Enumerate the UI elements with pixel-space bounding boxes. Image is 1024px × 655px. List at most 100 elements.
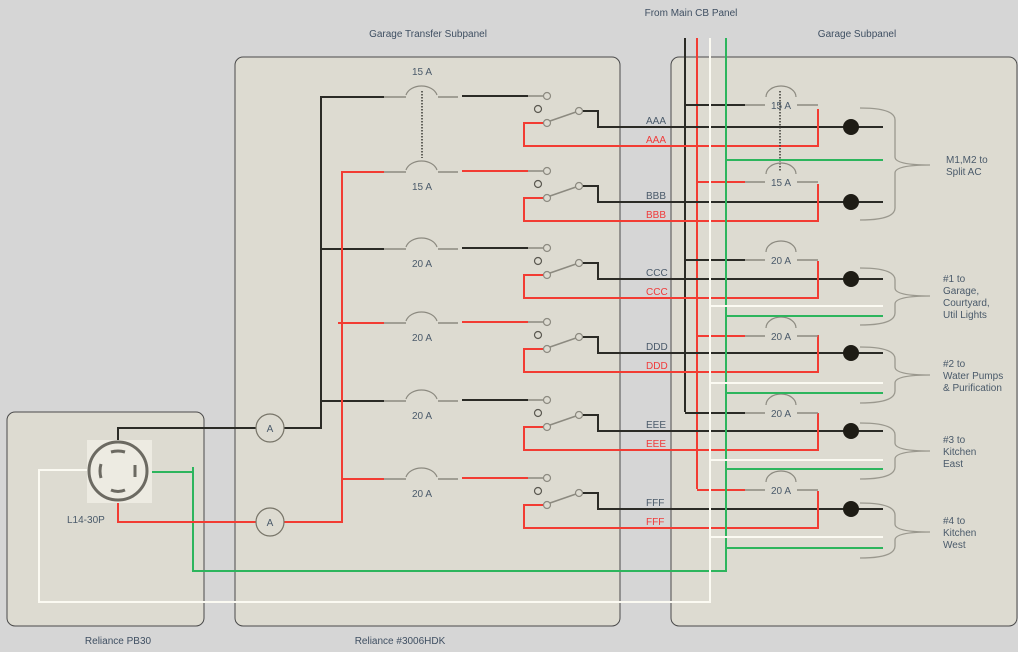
switch-contact bbox=[542, 166, 552, 176]
load-label-line: #4 to bbox=[943, 516, 966, 527]
switch-contact bbox=[542, 193, 552, 203]
subpanel-breaker-3: 20 A bbox=[685, 240, 818, 267]
circuit-label-black: EEE bbox=[646, 420, 666, 431]
circuit-out-black bbox=[583, 110, 883, 128]
load-label-line: Garage, bbox=[943, 286, 979, 297]
breaker-rating: 15 A bbox=[412, 67, 432, 78]
switch-off-contact bbox=[533, 104, 543, 114]
circuit-label-red: DDD bbox=[646, 361, 668, 372]
circuit-label-black: BBB bbox=[646, 191, 666, 202]
transfer-subpanel-title: Garage Transfer Subpanel bbox=[369, 29, 487, 40]
brace-icon bbox=[859, 422, 931, 480]
circuit-label-black: CCC bbox=[646, 268, 668, 279]
load-label-line: Courtyard, bbox=[943, 298, 990, 309]
from-main-title: From Main CB Panel bbox=[645, 8, 738, 19]
circuit-out-black bbox=[583, 185, 883, 203]
junction-dot bbox=[843, 119, 859, 135]
subpanel-breaker-6: 20 A bbox=[697, 470, 818, 497]
load-label-line: Water Pumps bbox=[943, 371, 1003, 382]
breaker-arc-icon bbox=[765, 240, 797, 253]
breaker-arc-icon bbox=[765, 470, 797, 483]
garage-subpanel-title: Garage Subpanel bbox=[818, 29, 896, 40]
breaker-rating: 15 A bbox=[771, 101, 791, 112]
switch-pivot bbox=[574, 488, 584, 498]
subpanel-breaker-5: 20 A bbox=[685, 393, 818, 420]
switch-off-contact bbox=[533, 256, 543, 266]
load-label-line: #2 to bbox=[943, 359, 966, 370]
switch-off-contact bbox=[533, 486, 543, 496]
junction-dot bbox=[843, 501, 859, 517]
subpanel-breaker-1: 15 A bbox=[685, 85, 818, 172]
subpanel-breaker-2: 15 A bbox=[697, 162, 818, 189]
circuit-label-red: FFF bbox=[646, 517, 664, 528]
switch-contact bbox=[542, 270, 552, 280]
transfer-circuit-ccc: 20 A CCC CCC bbox=[384, 237, 883, 299]
brace-icon bbox=[859, 267, 931, 326]
breaker-arc-icon bbox=[765, 162, 797, 175]
breaker-arc-icon bbox=[765, 316, 797, 329]
switch-contact bbox=[542, 91, 552, 101]
switch-pivot bbox=[574, 181, 584, 191]
circuit-label-red: EEE bbox=[646, 439, 666, 450]
window-edge bbox=[1018, 0, 1024, 655]
switch-contact bbox=[542, 422, 552, 432]
breaker-rating: 20 A bbox=[412, 411, 432, 422]
breaker-arc-icon bbox=[405, 311, 438, 322]
transfer-model-title: Reliance #3006HDK bbox=[355, 636, 446, 647]
brace-icon bbox=[859, 107, 931, 221]
switch-arm bbox=[549, 415, 577, 426]
switch-pivot bbox=[574, 410, 584, 420]
breaker-rating: 20 A bbox=[771, 486, 791, 497]
breaker-rating: 20 A bbox=[771, 332, 791, 343]
ammeter-label: A bbox=[267, 424, 274, 435]
breaker-arc-icon bbox=[405, 237, 438, 248]
breaker-rating: 20 A bbox=[771, 256, 791, 267]
switch-contact bbox=[542, 395, 552, 405]
window-edge-bottom bbox=[0, 652, 1024, 655]
breaker-arc-icon bbox=[405, 160, 438, 171]
switch-pivot bbox=[574, 106, 584, 116]
load-label-line: M1,M2 to bbox=[946, 155, 988, 166]
inlet-box-title: Reliance PB30 bbox=[85, 636, 152, 647]
junction-dot bbox=[843, 345, 859, 361]
circuit-return-red bbox=[523, 413, 819, 451]
circuit-label-red: CCC bbox=[646, 287, 668, 298]
circuit-return-red bbox=[523, 261, 819, 299]
circuit-label-black: FFF bbox=[646, 498, 664, 509]
switch-arm bbox=[549, 493, 577, 504]
switch-contact bbox=[542, 317, 552, 327]
circuit-out-black bbox=[583, 414, 883, 432]
ammeter-label: A bbox=[267, 518, 274, 529]
circuit-return-red bbox=[523, 335, 819, 373]
switch-arm bbox=[549, 111, 577, 122]
circuit-return-red bbox=[523, 184, 819, 222]
switch-contact bbox=[542, 344, 552, 354]
switch-contact bbox=[542, 118, 552, 128]
hot-red-inlet bbox=[117, 496, 256, 523]
load-label-line: & Purification bbox=[943, 383, 1002, 394]
switch-arm bbox=[549, 337, 577, 348]
circuit-label-black: AAA bbox=[646, 116, 666, 127]
load-label-line: #3 to bbox=[943, 435, 966, 446]
circuit-out-black bbox=[583, 336, 883, 354]
load-label-line: Util Lights bbox=[943, 310, 987, 321]
circuit-out-black bbox=[583, 492, 883, 510]
switch-pivot bbox=[574, 258, 584, 268]
load-label-line: Kitchen bbox=[943, 528, 976, 539]
brace-icon bbox=[859, 502, 931, 559]
junction-dot bbox=[843, 423, 859, 439]
breaker-arc-icon bbox=[405, 85, 438, 96]
junction-dot bbox=[843, 194, 859, 210]
